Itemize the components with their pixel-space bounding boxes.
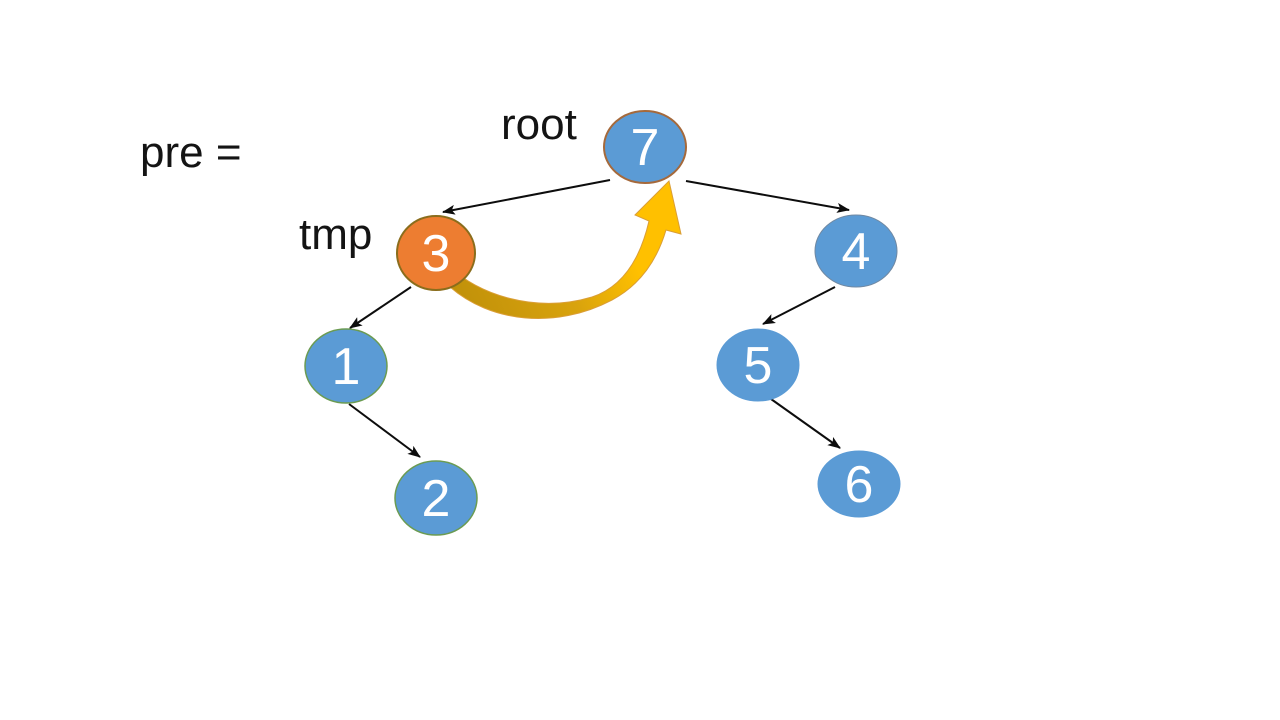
tree-node-3: 3 xyxy=(396,215,476,291)
tree-node-1: 1 xyxy=(304,328,388,404)
tree-edge-1-to-2 xyxy=(348,403,421,458)
tree-node-circle-1 xyxy=(304,328,388,404)
tree-edge-7-to-3 xyxy=(442,179,611,215)
tmp-pointer-label: tmp xyxy=(299,210,373,259)
root-pointer-label: root xyxy=(501,100,577,149)
tree-node-4: 4 xyxy=(814,214,898,288)
tree-node-circle-2 xyxy=(394,460,478,536)
tree-node-value-4: 4 xyxy=(842,223,871,281)
tree-node-2: 2 xyxy=(394,460,478,536)
tree-edges-layer xyxy=(348,179,850,458)
tree-node-circle-4 xyxy=(814,214,898,288)
tree-node-value-7: 7 xyxy=(631,119,660,177)
tree-node-6: 6 xyxy=(817,450,901,518)
tree-node-circle-5 xyxy=(716,328,800,402)
tree-nodes-layer: 7 3 4 1 5 2 6 xyxy=(304,110,901,536)
tree-node-7: 7 xyxy=(603,110,687,184)
tree-node-5: 5 xyxy=(716,328,800,402)
tree-node-circle-3 xyxy=(396,215,476,291)
tree-edge-5-to-6 xyxy=(770,398,841,449)
tree-edge-7-to-4 xyxy=(685,180,850,213)
tree-edge-3-to-1 xyxy=(349,286,412,329)
tree-node-circle-7 xyxy=(603,110,687,184)
tree-node-value-6: 6 xyxy=(845,456,874,514)
gold-curved-arrow-3-to-7 xyxy=(448,180,682,319)
tree-node-value-5: 5 xyxy=(744,337,773,395)
tree-node-circle-6 xyxy=(817,450,901,518)
tree-edge-4-to-5 xyxy=(762,286,836,325)
tree-node-value-2: 2 xyxy=(422,470,451,528)
tree-node-value-3: 3 xyxy=(422,225,451,283)
pre-variable-label: pre = xyxy=(140,128,242,177)
tree-node-value-1: 1 xyxy=(332,338,361,396)
